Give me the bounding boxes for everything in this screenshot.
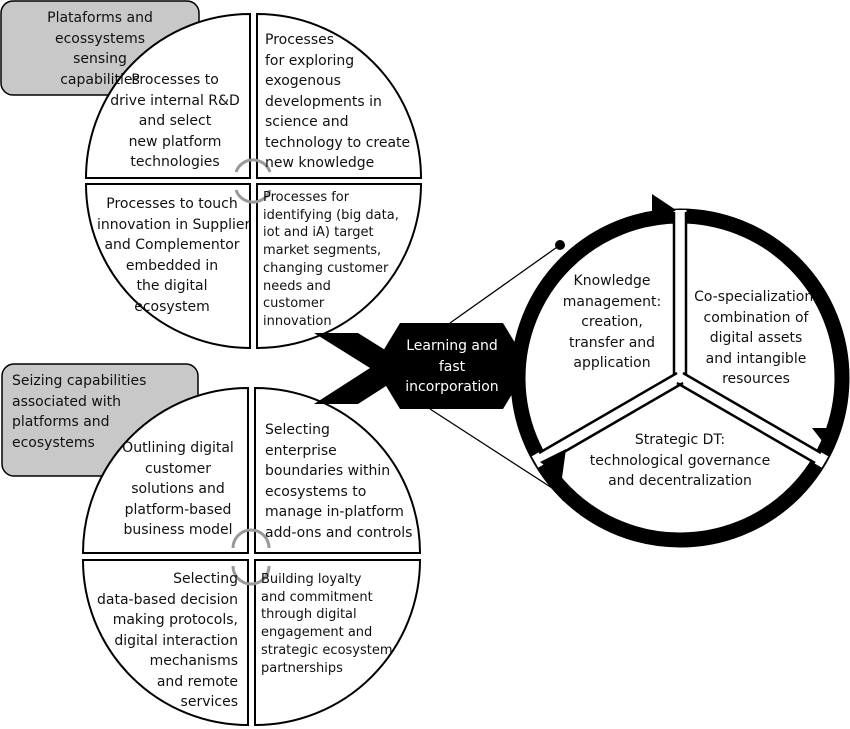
seizing-quadrant-bottom-left [81,559,249,727]
cycle-divider-left-edge-a [538,371,678,455]
seizing-quadrant-loyalty-text: Building loyalty and commitment through … [261,572,393,676]
sensing-quadrant-rd-text: Processes to drive internal R&D and sele… [110,72,240,170]
learning-hub-label: Learning and fast incorporation [405,338,499,395]
sensing-quadrant-exogenous-text: Processes for exploring exogenous develo… [265,32,411,171]
cycle-divider-right-edge-b [676,381,816,465]
cycle-cospecialization-text: Co-specialization: combination of digita… [694,289,818,387]
cycle-divider-right [676,372,829,468]
sensing-quadrant-bottom-left [84,183,251,350]
sensing-capabilities-label: Plataforms and ecossystems sensing capab… [47,10,153,88]
sensing-circle [0,0,423,350]
seizing-quadrant-boundaries-text: Selecting enterprise boundaries within e… [265,422,413,541]
seizing-connector-arc-upper [231,528,271,549]
seizing-capabilities-label: Seizing capabilities associated with pla… [12,373,147,451]
sensing-connector-arc-upper [234,158,272,173]
seizing-circle [1,363,422,727]
seizing-connector-arc-lower [231,565,271,586]
seizing-quadrant-solutions-text: Outlining digital customer solutions and… [122,440,234,538]
capability-cycle [510,194,850,548]
seizing-quadrant-decision-text: Selecting data-based decision making pro… [96,571,238,710]
sensing-quadrant-top-right [256,12,423,179]
cycle-divider-left [531,372,684,468]
seizing-quadrant-bottom-right [254,559,422,727]
sensing-quadrant-supplier-text: Processes to touch innovation in Supplie… [97,196,251,315]
sensing-quadrant-market-text: Processes for identifying (big data, iot… [263,190,399,329]
hub-connector-dot-upper [555,240,565,250]
hub-connector-line-lower [429,408,567,498]
cycle-knowledge-text: Knowledge management: creation, transfer… [562,273,662,371]
sensing-connector-arc-lower [234,189,272,204]
cycle-arrowhead-right [812,428,840,446]
seizing-quadrant-top-right [254,386,422,554]
sensing-quadrant-bottom-right [256,183,423,350]
cycle-arrowhead-left [540,449,566,478]
sensing-quadrant-top-left [84,12,251,179]
seizing-quadrant-top-left [81,386,249,554]
cycle-strategic-text: Strategic DT: technological governance a… [589,432,771,489]
cycle-divider-right-edge-a [682,371,822,455]
learning-hub-octagon [374,323,529,409]
cycle-divider-left-edge-b [544,381,684,465]
hub-connector-line-upper [449,244,561,324]
cycle-arrowhead-top [652,194,676,226]
